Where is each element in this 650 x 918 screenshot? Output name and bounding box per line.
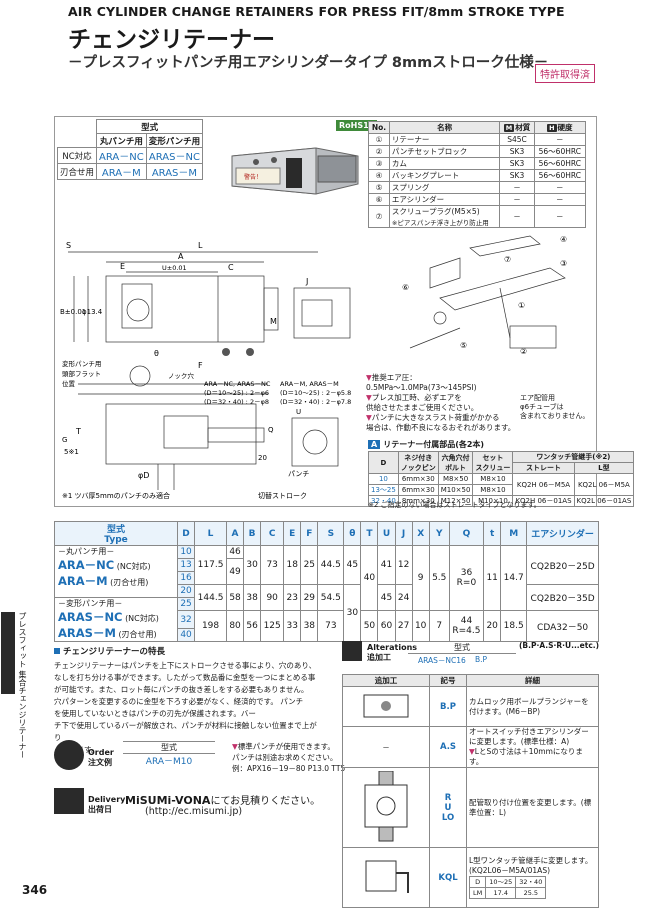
svg-text:②: ② <box>520 347 527 356</box>
svg-text:U: U <box>296 408 301 416</box>
l-fitting-figure <box>365 860 409 893</box>
svg-text:位置: 位置 <box>62 379 76 388</box>
svg-text:Q: Q <box>268 426 274 434</box>
accessories-note: ※2 ご指定のない場合はストレートタイプとなります。 <box>368 501 541 509</box>
type-code: ARAS－M <box>145 163 204 180</box>
svg-text:頭部フラット: 頭部フラット <box>62 369 101 378</box>
alterations-example-type: ARAS－NC16 <box>418 656 466 665</box>
type-code: ARAS－NC <box>145 147 204 164</box>
dimension-drawing: S L A E U±0.01 C B±0.01 φ13.4 J M θ F 変形… <box>60 241 351 500</box>
row-label: 刃合せ用 <box>56 163 98 180</box>
svg-text:S: S <box>66 241 71 250</box>
order-notes: ▼標準パンチが使用できます。 パンチは別途お求めください。 例：APX16－19… <box>232 742 346 773</box>
misumi-logo: MiSUMi-VONAにてお見積りください。 <box>125 794 321 807</box>
side-tab-label: プレスフィット 集合チェンジリテーナー <box>18 612 27 759</box>
alterations-table: 追加工記号詳細 B.P カムロック用ボールプランジャーを付けます。(M6－BP)… <box>342 674 599 908</box>
svg-text:20: 20 <box>258 454 267 462</box>
parts-header-no: No. <box>368 121 390 134</box>
product-photo: 警告！ <box>231 147 359 195</box>
svg-text:ARA－NC, ARAS－NC: ARA－NC, ARAS－NC <box>204 380 271 388</box>
svg-text:(D＝10～25) : 2－φ5.8: (D＝10～25) : 2－φ5.8 <box>280 389 351 397</box>
svg-text:パンチ: パンチ <box>288 470 309 478</box>
svg-text:(D＝10～25) : 2－φ6: (D＝10～25) : 2－φ6 <box>204 389 269 397</box>
exploded-view: ④ ③ ⑦ ① ⑤ ② ⑥ <box>402 235 567 356</box>
parts-header-name: 名称 <box>388 121 501 134</box>
svg-text:ノック穴: ノック穴 <box>168 371 194 380</box>
row-label: NC対応 <box>56 147 98 164</box>
svg-text:B±0.01: B±0.01 <box>60 308 86 316</box>
rohs-badge: RoHS10 <box>336 120 378 131</box>
svg-text:φD: φD <box>138 471 149 480</box>
svg-text:(D＝32・40) : 2－φ8: (D＝32・40) : 2－φ8 <box>204 398 269 406</box>
order-example: ARA－M10 <box>145 757 193 767</box>
spec-frame <box>54 116 597 507</box>
type-table-title: 型式 <box>96 119 204 134</box>
alterations-type-title: 型式 <box>408 641 516 654</box>
svg-text:φ13.4: φ13.4 <box>82 308 103 316</box>
col-shaped: 変形パンチ用 <box>145 133 204 148</box>
features-title: チェンジリテーナーの特長 <box>54 645 165 657</box>
svg-text:切替ストローク: 切替ストローク <box>258 491 307 500</box>
page-title-en: AIR CYLINDER CHANGE RETAINERS FOR PRESS … <box>68 4 565 19</box>
type-code: ARA－M <box>96 163 147 180</box>
svg-text:T: T <box>75 427 81 436</box>
alterations-format: (B.P·A.S·R·U...etc.) <box>519 641 600 650</box>
type-code: ARA－NC <box>96 147 147 164</box>
svg-text:G: G <box>62 436 67 444</box>
piping-position-figure <box>364 770 408 841</box>
photo-warning-label: 警告！ <box>244 173 262 181</box>
svg-text:J: J <box>305 277 308 286</box>
side-tab <box>1 612 15 694</box>
svg-text:C: C <box>228 263 234 272</box>
page-number: 346 <box>22 883 48 897</box>
svg-text:①: ① <box>518 301 525 310</box>
hardness-badge: H <box>547 124 557 132</box>
material-badge: M <box>503 124 515 132</box>
order-type-title: 型式 <box>123 741 215 754</box>
svg-text:5※1: 5※1 <box>64 448 79 456</box>
patent-badge: 特許取得済 <box>535 64 595 83</box>
svg-text:④: ④ <box>560 235 567 244</box>
accessories-table: D ネジ付きノックピン 六角穴付ボルト セットスクリュー ワンタッチ管継手(※2… <box>368 451 635 507</box>
svg-text:※1 ツバ厚5mmのパンチのみ適合: ※1 ツバ厚5mmのパンチのみ適合 <box>62 491 170 500</box>
svg-text:⑤: ⑤ <box>460 341 467 350</box>
svg-text:⑥: ⑥ <box>402 283 409 292</box>
svg-text:A: A <box>178 252 184 261</box>
svg-text:ARA－M, ARAS－M: ARA－M, ARAS－M <box>280 380 339 388</box>
tool-icon <box>342 641 362 661</box>
delivery-url[interactable]: (http://ec.misumi.jp) <box>145 806 243 817</box>
svg-text:変形パンチ用: 変形パンチ用 <box>62 359 101 368</box>
svg-text:L: L <box>198 241 203 250</box>
svg-text:θ: θ <box>154 349 159 358</box>
col-round: 丸パンチ用 <box>96 133 147 148</box>
alterations-example-code: B.P <box>475 655 488 664</box>
svg-text:E: E <box>120 262 125 271</box>
svg-text:(D＝32・40) : 2－φ7.8: (D＝32・40) : 2－φ7.8 <box>280 398 351 406</box>
air-note: エア配管用 φ6チューブは 含まれておりません。 <box>520 394 590 420</box>
usage-notes: ▼推奨エア圧： 0.5MPa～1.0MPa(73～145PSI) ▼プレス加工時… <box>366 373 516 432</box>
page-title-jp: チェンジリテーナー <box>68 27 275 53</box>
svg-text:⑦: ⑦ <box>504 255 511 264</box>
truck-icon <box>54 788 84 814</box>
page-subtitle: －プレスフィットパンチ用エアシリンダータイプ 8mmストローク仕様－ <box>68 55 549 71</box>
ball-plunger-figure <box>363 694 409 717</box>
svg-text:③: ③ <box>560 259 567 268</box>
phone-icon <box>54 740 84 770</box>
svg-text:M: M <box>270 317 277 326</box>
svg-text:F: F <box>198 361 203 370</box>
svg-text:U±0.01: U±0.01 <box>162 264 187 272</box>
